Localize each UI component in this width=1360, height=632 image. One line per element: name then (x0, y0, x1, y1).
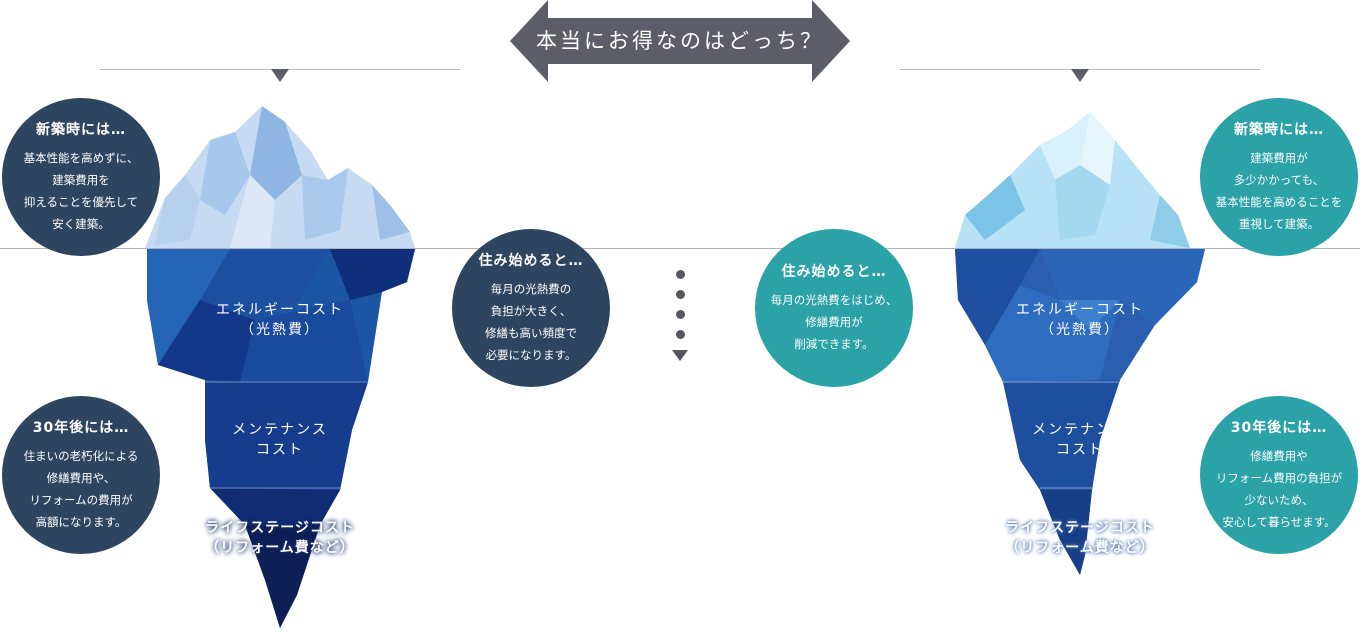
middle-down-arrow-icon (672, 350, 688, 361)
right-down-marker-icon (1071, 69, 1089, 82)
right-energy-cost-label: エネルギーコスト（光熱費） (1016, 302, 1144, 338)
right-maintenance-cost-label: メンテナンスコスト (1032, 422, 1128, 458)
header-double-arrow (510, 0, 850, 82)
left-living-circle: 住み始めると… 毎月の光熱費の 負担が大きく、 修繕も高い頻度で 必要になります… (452, 229, 610, 387)
right-living-circle: 住み始めると… 毎月の光熱費をはじめ、 修繕費用が 削減できます。 (755, 229, 913, 387)
header-title: 本当にお得なのはどっち？ (536, 29, 824, 53)
left-lifestage-cost-label: ライフステージコスト（リフォーム費など） (205, 520, 355, 556)
left-new-build-circle: 新築時には… 基本性能を高めずに、 建築費用を 抑えることを優先して 安く建築。 (2, 98, 160, 256)
progress-dot (676, 290, 685, 299)
progress-dot (676, 330, 685, 339)
waterline (0, 248, 1360, 249)
progress-dot (676, 310, 685, 319)
progress-dot (676, 270, 685, 279)
right-lifestage-cost-label: ライフステージコスト（リフォーム費など） (1005, 520, 1155, 556)
left-maintenance-cost-label: メンテナンスコスト (232, 422, 328, 458)
right-after-30-years-circle: 30年後には… 修繕費用や リフォーム費用の負担が 少ないため、 安心して暮らせ… (1200, 396, 1358, 554)
left-down-marker-icon (271, 69, 289, 82)
right-new-build-circle: 新築時には… 建築費用が 多少かかっても、 基本性能を高めることを 重視して建築… (1200, 98, 1358, 256)
left-energy-cost-label: エネルギーコスト（光熱費） (216, 302, 344, 338)
left-after-30-years-circle: 30年後には… 住まいの老朽化による 修繕費用や、 リフォームの費用が 高額にな… (2, 396, 160, 554)
